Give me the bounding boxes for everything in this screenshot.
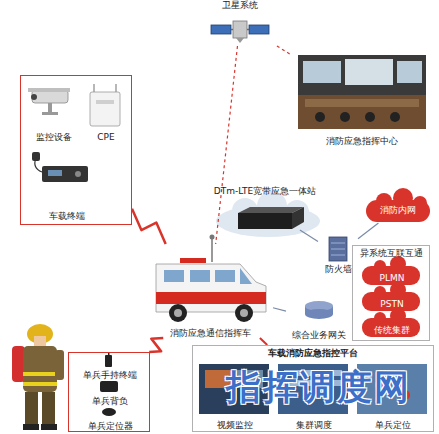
node-label: 车载终端	[49, 211, 85, 221]
node-label: CPE	[97, 132, 114, 142]
trunking-cloud: 传统集群	[363, 316, 421, 340]
camera-node: 监控设备	[26, 84, 81, 142]
router-icon	[305, 301, 333, 319]
node-label: 单兵背负	[92, 396, 128, 406]
interconnect-clouds	[362, 256, 420, 337]
node-label: 综合业务网关	[292, 330, 346, 340]
wired-link	[260, 338, 267, 345]
device-group-box: 监控设备 CPE 车载终端	[20, 75, 132, 225]
command-vehicle	[156, 235, 266, 323]
node-label: 视频监控	[217, 420, 253, 430]
node-label: 防火墙	[325, 264, 352, 274]
command-vehicle-node: 消防应急通信指挥车	[148, 244, 273, 338]
intranet-cloud-node: 消防内网	[365, 193, 431, 223]
wired-link	[358, 223, 378, 239]
node-label: 单兵手持终端	[83, 370, 137, 380]
wired-link	[273, 308, 286, 311]
firewall-icon	[329, 237, 347, 261]
node-label: 车载消防应急指控平台	[268, 348, 358, 358]
soldier-device-icons	[100, 352, 118, 416]
node-label: 集群调度	[296, 420, 332, 430]
cpe-icon	[90, 84, 120, 126]
node-label: DTm-LTE宽带应急一体站	[214, 186, 316, 196]
intranet-cloud	[366, 188, 430, 222]
node-label: 消防应急指挥中心	[326, 136, 398, 146]
handheld-node: 单兵手持终端	[71, 355, 149, 380]
wired-link	[300, 230, 318, 241]
locator-node: 单兵定位器	[71, 407, 149, 431]
node-label: 异系统互联互通	[360, 248, 423, 258]
node-label: 消防应急通信指挥车	[170, 328, 251, 338]
cpe-node: CPE	[83, 81, 129, 142]
wireless-link	[149, 338, 163, 352]
satellite-icon	[211, 21, 269, 43]
node-label: 传统集群	[374, 325, 410, 335]
platform-screens	[199, 364, 427, 414]
command-center-node: 消防应急指挥中心	[292, 52, 432, 146]
wireless-link	[132, 209, 166, 244]
soldier-equipment-box: 单兵手持终端单兵背负单兵定位器	[68, 352, 150, 432]
satellite-link	[277, 46, 292, 55]
pstn-cloud: PSTN	[363, 290, 421, 314]
dtm-cloud	[216, 191, 320, 237]
interconnect-box: 异系统互联互通 PLMN PSTN 传统集群	[352, 245, 430, 341]
node-label: PLMN	[380, 273, 405, 283]
satellite-link	[216, 46, 238, 244]
vehicle-radio-icon	[32, 152, 88, 182]
node-label: 单兵定位器	[88, 421, 133, 431]
satellite-node: 卫星系统	[200, 0, 280, 46]
watermark-text: 指挥调度网	[226, 364, 411, 411]
node-label: 监控设备	[36, 132, 72, 142]
lte-station-node: DTm-LTE宽带应急一体站	[200, 186, 330, 230]
node-label: 单兵定位	[375, 420, 411, 430]
backpack-node: 单兵背负	[71, 381, 149, 406]
command-center-photo	[298, 55, 426, 129]
node-label: 卫星系统	[222, 0, 258, 10]
camera-icon	[28, 88, 70, 115]
vehicle-terminal-node: 车载终端	[31, 151, 103, 221]
gateway-node: 综合业务网关	[286, 300, 352, 340]
firefighter-figure	[12, 324, 64, 430]
node-label: PSTN	[380, 299, 403, 309]
plmn-cloud: PLMN	[363, 264, 421, 288]
node-label: 消防内网	[380, 205, 416, 215]
